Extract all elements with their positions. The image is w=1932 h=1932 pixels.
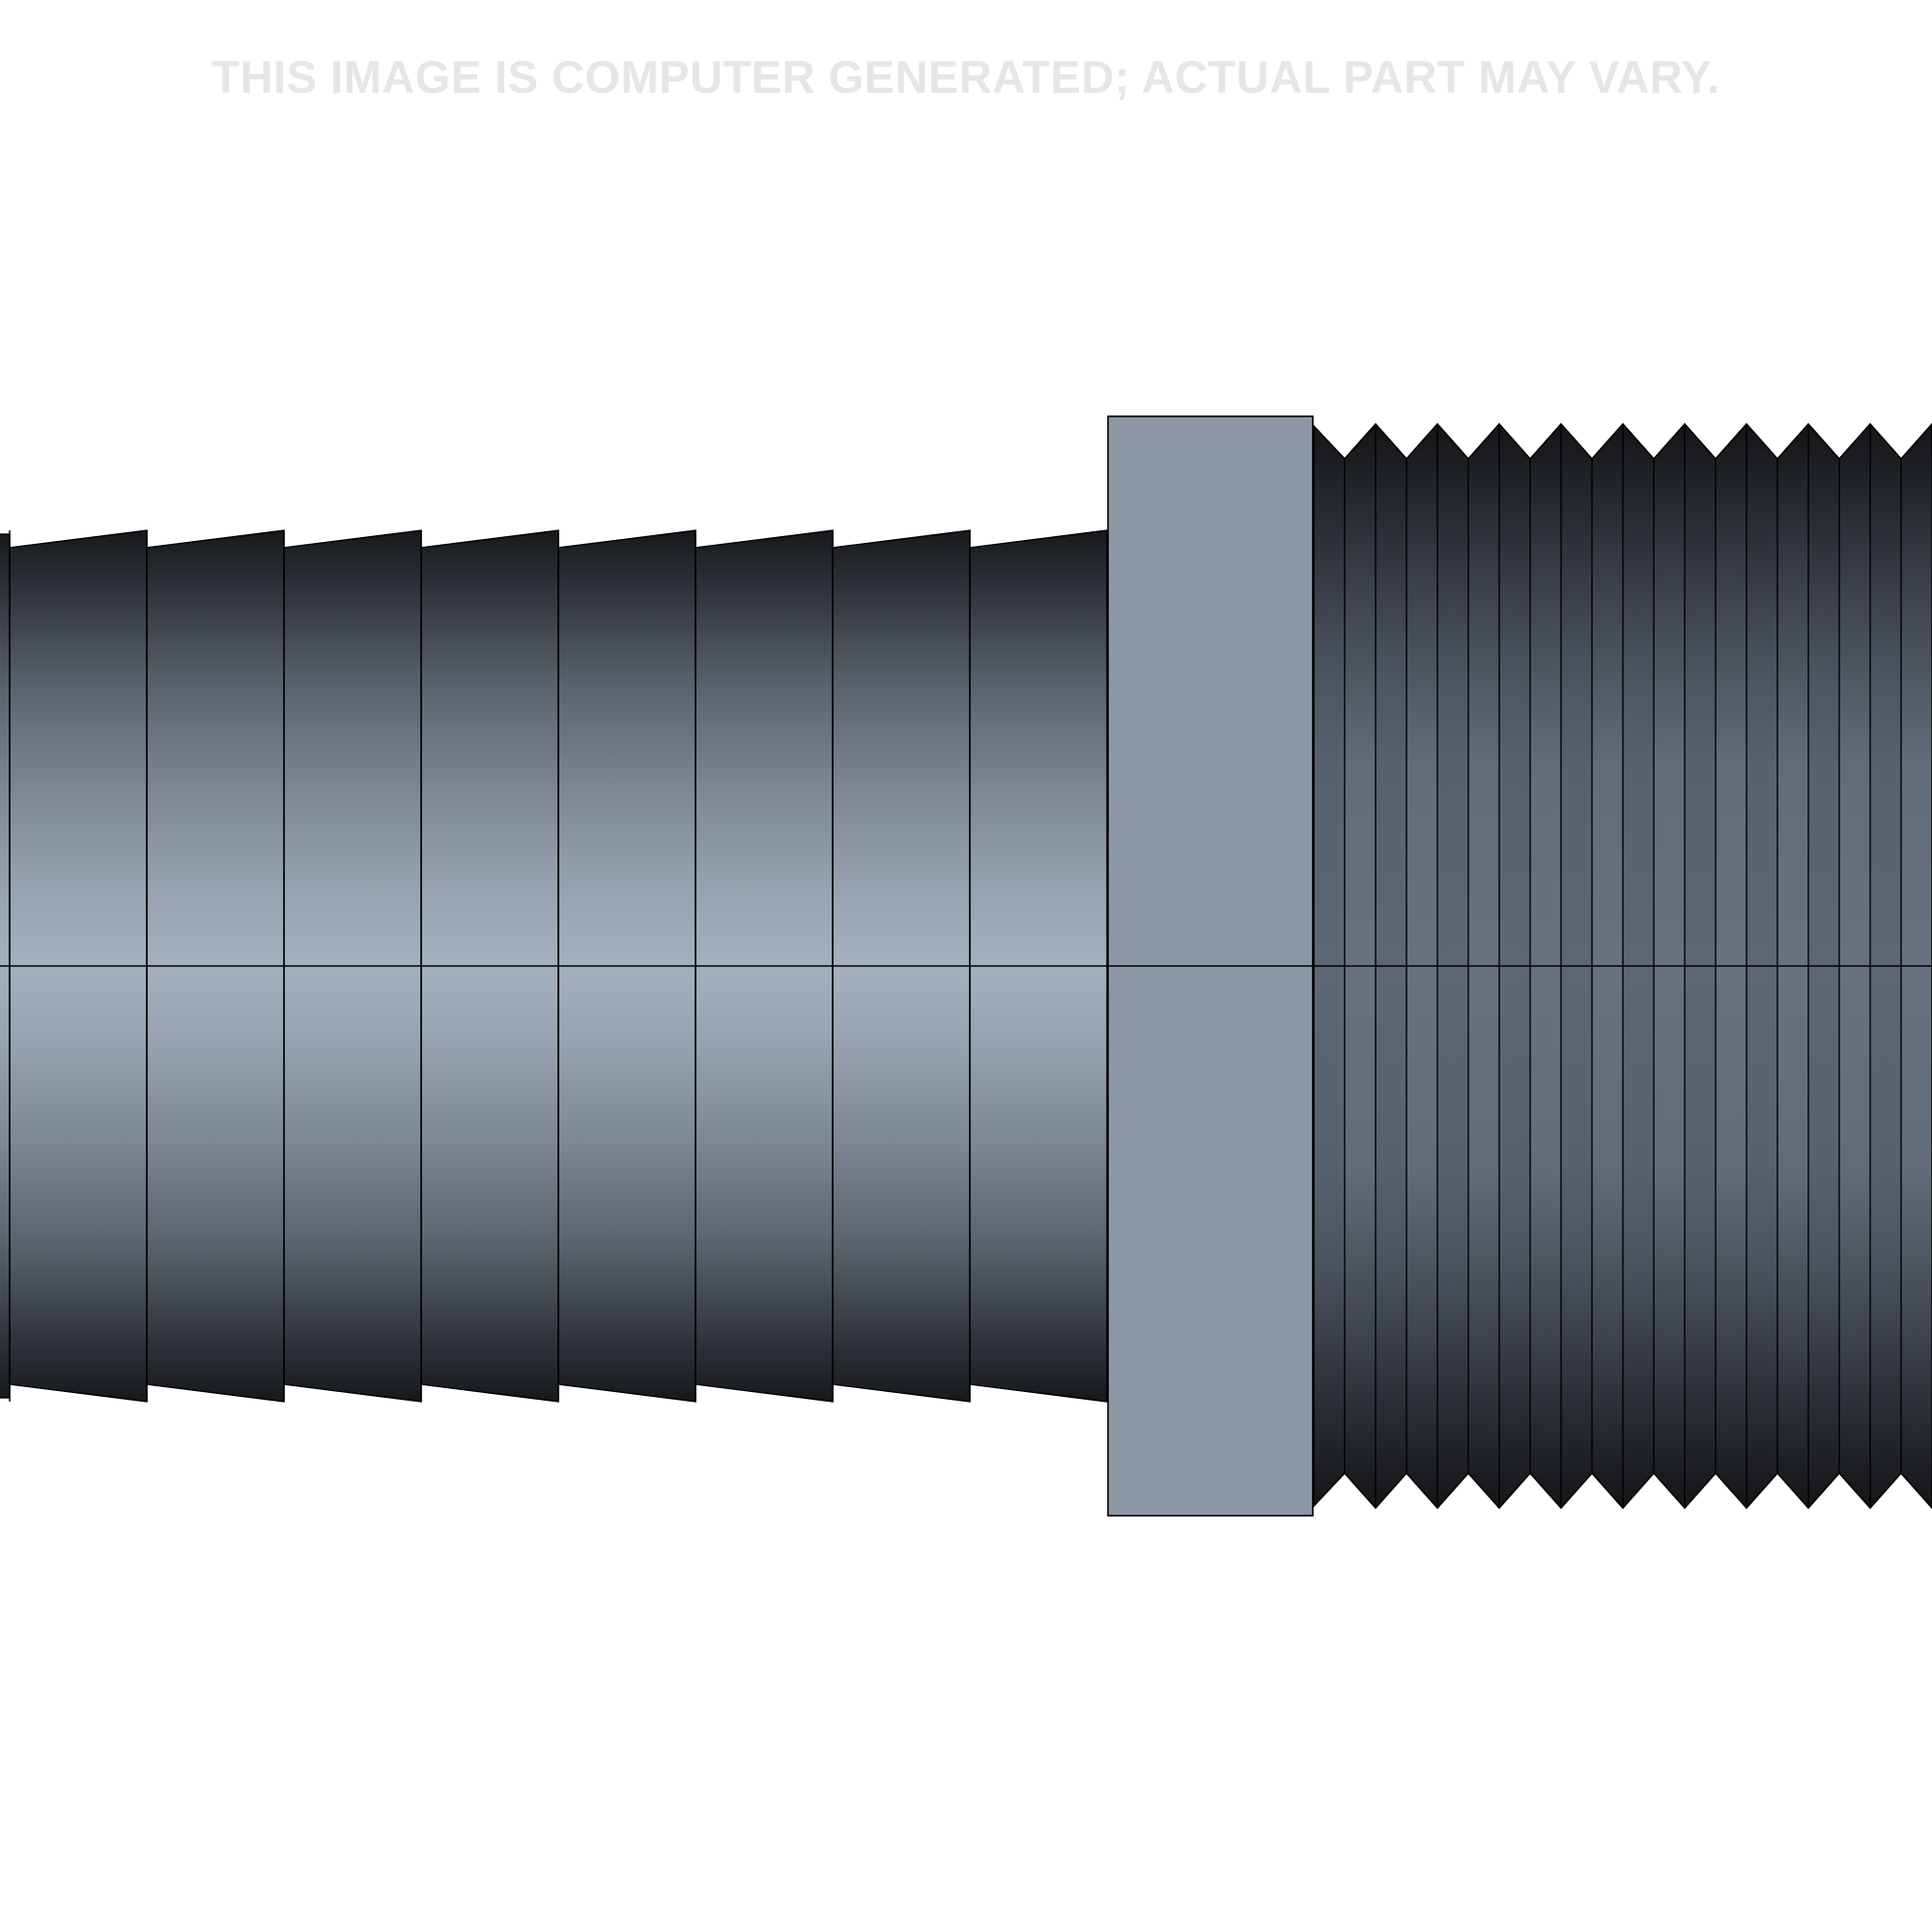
disclaimer-watermark: THIS IMAGE IS COMPUTER GENERATED; ACTUAL… — [212, 51, 1720, 102]
